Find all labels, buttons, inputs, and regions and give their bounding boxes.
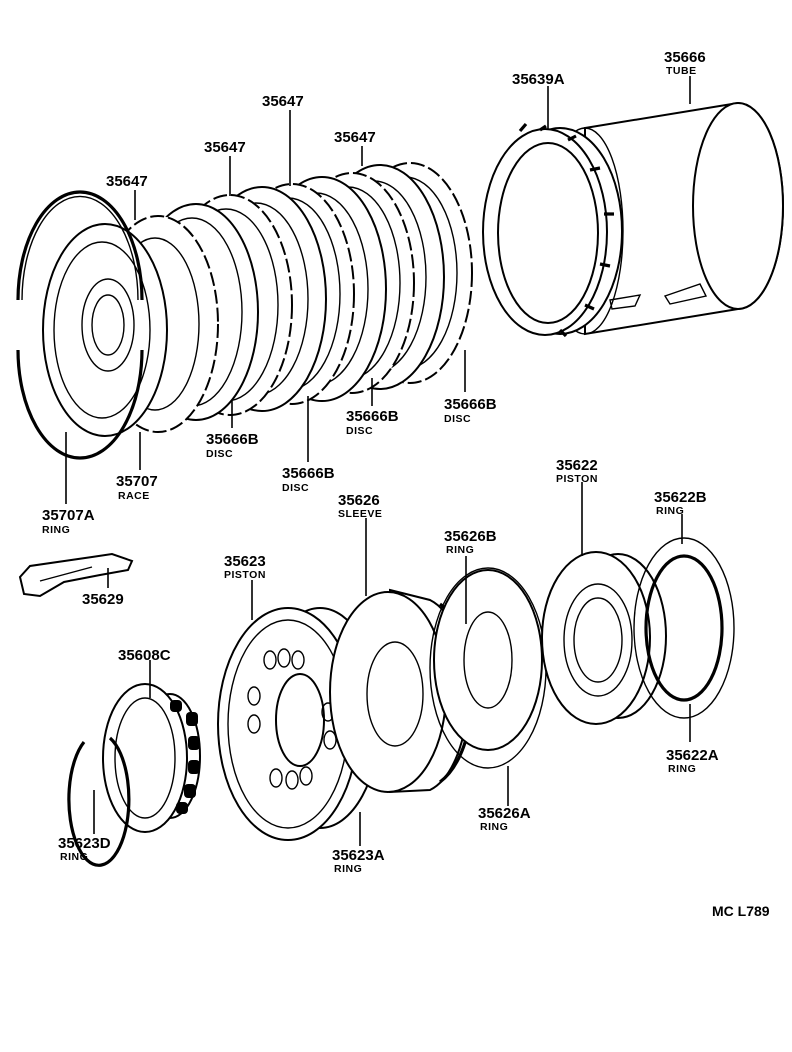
svg-text:RING: RING [60, 851, 88, 863]
svg-text:RING: RING [668, 763, 696, 775]
piston-holes [247, 648, 337, 790]
svg-text:DISC: DISC [206, 448, 233, 460]
svg-text:RACE: RACE [118, 490, 150, 502]
svg-text:TUBE: TUBE [666, 65, 697, 77]
label-35647-top: 35647 [262, 93, 304, 110]
hub-35639A [482, 122, 623, 338]
svg-text:35622: 35622 [556, 457, 598, 474]
svg-text:35623: 35623 [224, 553, 266, 570]
snap-ring-35623D [67, 736, 131, 867]
label-35666B-center: 35666B DISC [346, 408, 399, 437]
label-35622-piston: 35622 PISTON [556, 457, 598, 485]
svg-text:RING: RING [446, 544, 474, 556]
svg-text:35666B: 35666B [206, 431, 259, 448]
part-labels: 35666 TUBE 35639A 35647 35647 35647 3564… [42, 49, 719, 875]
svg-text:35622B: 35622B [654, 489, 707, 506]
svg-text:35623A: 35623A [332, 847, 385, 864]
label-35647-left: 35647 [106, 173, 148, 190]
svg-text:35647: 35647 [334, 129, 376, 146]
label-35626B-ring: 35626B RING [444, 528, 497, 556]
label-35647-middle: 35647 [204, 139, 246, 156]
label-35626-sleeve: 35626 SLEEVE [338, 492, 382, 520]
leader-lines [65, 76, 691, 846]
svg-text:SLEEVE: SLEEVE [338, 508, 382, 520]
svg-text:35626B: 35626B [444, 528, 497, 545]
svg-text:35707: 35707 [116, 473, 158, 490]
race-35707 [42, 223, 168, 437]
label-35622B-ring: 35622B RING [654, 489, 707, 517]
label-35622A-ring: 35622A RING [666, 747, 719, 775]
svg-text:DISC: DISC [346, 425, 373, 437]
svg-text:35629: 35629 [82, 591, 124, 608]
label-35666-tube: 35666 TUBE [664, 49, 706, 77]
snap-ring-35707A [16, 190, 144, 460]
clutch-pack [16, 162, 473, 460]
svg-text:35707A: 35707A [42, 507, 95, 524]
svg-text:35626A: 35626A [478, 805, 531, 822]
label-35647-right: 35647 [334, 129, 376, 146]
label-35623-piston: 35623 PISTON [224, 553, 266, 581]
svg-text:35647: 35647 [262, 93, 304, 110]
ring-35622A [644, 554, 724, 702]
svg-text:35626: 35626 [338, 492, 380, 509]
svg-text:35622A: 35622A [666, 747, 719, 764]
svg-text:RING: RING [656, 505, 684, 517]
label-35666B-bottom: 35666B DISC [282, 465, 335, 494]
svg-text:35647: 35647 [106, 173, 148, 190]
label-35666B-left: 35666B DISC [206, 431, 259, 460]
label-35608C: 35608C [118, 647, 171, 664]
svg-text:35623D: 35623D [58, 835, 111, 852]
label-35629: 35629 [82, 591, 124, 608]
svg-text:DISC: DISC [282, 482, 309, 494]
label-35623A-ring: 35623A RING [332, 847, 385, 875]
label-35707A-ring: 35707A RING [42, 507, 95, 536]
svg-text:35666: 35666 [664, 49, 706, 66]
svg-text:RING: RING [480, 821, 508, 833]
svg-text:35666B: 35666B [282, 465, 335, 482]
label-35626A-ring: 35626A RING [478, 805, 531, 833]
svg-text:35666B: 35666B [346, 408, 399, 425]
drawing-code: MC L789 [712, 903, 770, 919]
label-35666B-right: 35666B DISC [444, 396, 497, 425]
ring-35626B [433, 569, 543, 751]
label-35623D-ring: 35623D RING [58, 835, 111, 863]
ring-35622B [633, 537, 735, 719]
svg-text:DISC: DISC [444, 413, 471, 425]
svg-text:35647: 35647 [204, 139, 246, 156]
svg-text:35639A: 35639A [512, 71, 565, 88]
spring-retainer-35608C [102, 683, 201, 833]
label-35707-race: 35707 RACE [116, 473, 158, 502]
svg-text:RING: RING [334, 863, 362, 875]
spring-coils [170, 700, 200, 814]
tube-35666 [546, 101, 784, 336]
label-35639A: 35639A [512, 71, 565, 88]
plate-35629 [18, 552, 134, 598]
svg-text:35666B: 35666B [444, 396, 497, 413]
svg-text:35608C: 35608C [118, 647, 171, 664]
svg-text:PISTON: PISTON [224, 569, 266, 581]
svg-text:PISTON: PISTON [556, 473, 598, 485]
svg-text:RING: RING [42, 524, 70, 536]
